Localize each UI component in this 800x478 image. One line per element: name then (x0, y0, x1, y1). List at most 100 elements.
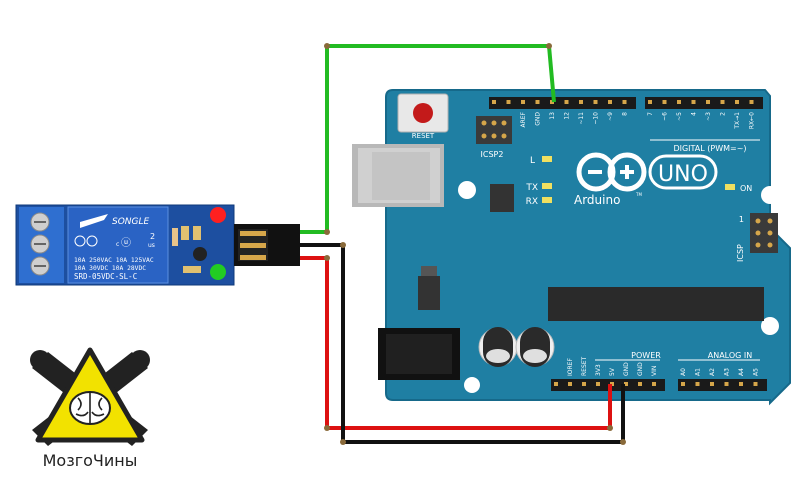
wire-signal (300, 43, 556, 235)
pin-label: 5V (609, 367, 616, 376)
header-pin[interactable] (652, 382, 656, 386)
mounting-hole (761, 317, 779, 335)
relay-rating-2: 10A 30VDC 10A 28VDC (74, 265, 146, 272)
pin-label: A4 (738, 368, 745, 376)
tx-led (542, 183, 552, 189)
l-label: L (530, 156, 535, 166)
header-pin[interactable] (535, 100, 540, 104)
header-pin[interactable] (706, 100, 710, 104)
wire-ground (300, 242, 626, 445)
pin-label: AREF (520, 111, 527, 127)
header-pin[interactable] (608, 100, 612, 104)
brain-icon (69, 391, 111, 425)
header-pin[interactable] (492, 100, 496, 104)
pin-label: 13 (549, 112, 556, 120)
pin-label: GND (637, 362, 644, 376)
pin-label: ~10 (593, 112, 600, 125)
relay-module: SONGLE c ⓤ 2 us 10A 250VAC 10A 125VAC 10… (15, 204, 300, 286)
rx-led (542, 197, 552, 203)
pin-label: IOREF (567, 358, 574, 376)
pin-label: ~11 (578, 112, 585, 125)
pin-label: ~5 (676, 112, 683, 121)
header-pin[interactable] (749, 100, 754, 104)
header-pin[interactable] (521, 100, 525, 104)
header-pin[interactable] (593, 100, 598, 104)
digital-header-right (645, 97, 763, 109)
reset-label: RESET (412, 132, 435, 140)
header-pin[interactable] (691, 100, 696, 104)
power-led (210, 207, 226, 223)
pin-label: A0 (680, 368, 687, 376)
header-pin[interactable] (753, 382, 758, 386)
header-pin[interactable] (648, 100, 652, 104)
power-jack (378, 328, 460, 380)
header-pin[interactable] (564, 100, 569, 104)
pin-label: TX→1 (734, 112, 741, 130)
pin-label: GND (623, 362, 630, 376)
arduino-brand-label: Arduino (574, 193, 620, 207)
header-pin[interactable] (710, 382, 714, 386)
header-pin[interactable] (681, 382, 685, 386)
mounting-hole (761, 186, 779, 204)
pin-label: ~3 (705, 112, 712, 121)
resistor (193, 226, 201, 240)
pin-label: 4 (691, 112, 698, 116)
uno-badge: UNO (648, 154, 718, 190)
icsp2-header (476, 116, 512, 144)
pin-label: RESET (581, 356, 588, 376)
pin-label: GND (535, 112, 542, 126)
header-pin[interactable] (568, 382, 572, 386)
header-pin[interactable] (579, 100, 583, 104)
digital-label: DIGITAL (PWM=~) (673, 144, 746, 153)
ce-mark-icon (74, 235, 86, 247)
header-pin[interactable] (720, 100, 725, 104)
on-label: ON (740, 184, 752, 193)
header-pin[interactable] (638, 382, 642, 386)
rx-label: RX (526, 197, 538, 207)
icsp-label: ICSP (736, 244, 745, 262)
ul-mark-icon: ⓤ (121, 237, 131, 249)
on-led (725, 184, 735, 190)
header-pin[interactable] (735, 100, 739, 104)
wire-power (300, 255, 613, 431)
atmega-chip (548, 287, 764, 321)
resistor (181, 226, 189, 240)
reset-button[interactable] (397, 93, 449, 133)
pin-label: RX←0 (749, 112, 756, 129)
pin-label: ~9 (607, 112, 614, 121)
header-pin[interactable] (582, 382, 586, 386)
header-pin[interactable] (622, 100, 627, 104)
header-pin[interactable] (506, 100, 511, 104)
pin-label: ~6 (662, 112, 669, 121)
relay-model: SRD-05VDC-SL-C (74, 272, 137, 281)
header-pin[interactable] (724, 382, 729, 386)
header-pin[interactable] (677, 100, 681, 104)
relay-pin-header (234, 224, 300, 266)
header-pin[interactable] (662, 100, 667, 104)
header-pin[interactable] (624, 382, 628, 386)
pin-label: A1 (695, 368, 702, 376)
header-pin[interactable] (695, 382, 700, 386)
arduino-logo-icon (576, 152, 647, 192)
icsp2-label: ICSP2 (481, 150, 504, 159)
svg-text:c: c (116, 241, 119, 248)
header-pin[interactable] (554, 382, 558, 386)
pin-label: VIN (651, 366, 658, 376)
relay-brand-logo-icon (80, 214, 108, 228)
header-pin[interactable] (739, 382, 743, 386)
ce-mark-icon (86, 235, 98, 247)
resistor (183, 266, 201, 273)
mounting-hole (464, 377, 480, 393)
logo-text: МозгоЧины (43, 451, 138, 470)
transistor (193, 247, 207, 261)
mozgochiny-logo: МозгоЧины (30, 347, 150, 470)
header-pin[interactable] (596, 382, 600, 386)
diode (172, 228, 178, 246)
pin-label: 7 (647, 112, 654, 116)
pin-label: A5 (753, 368, 760, 376)
pin-label: 2 (720, 112, 727, 116)
mounting-hole (458, 181, 476, 199)
